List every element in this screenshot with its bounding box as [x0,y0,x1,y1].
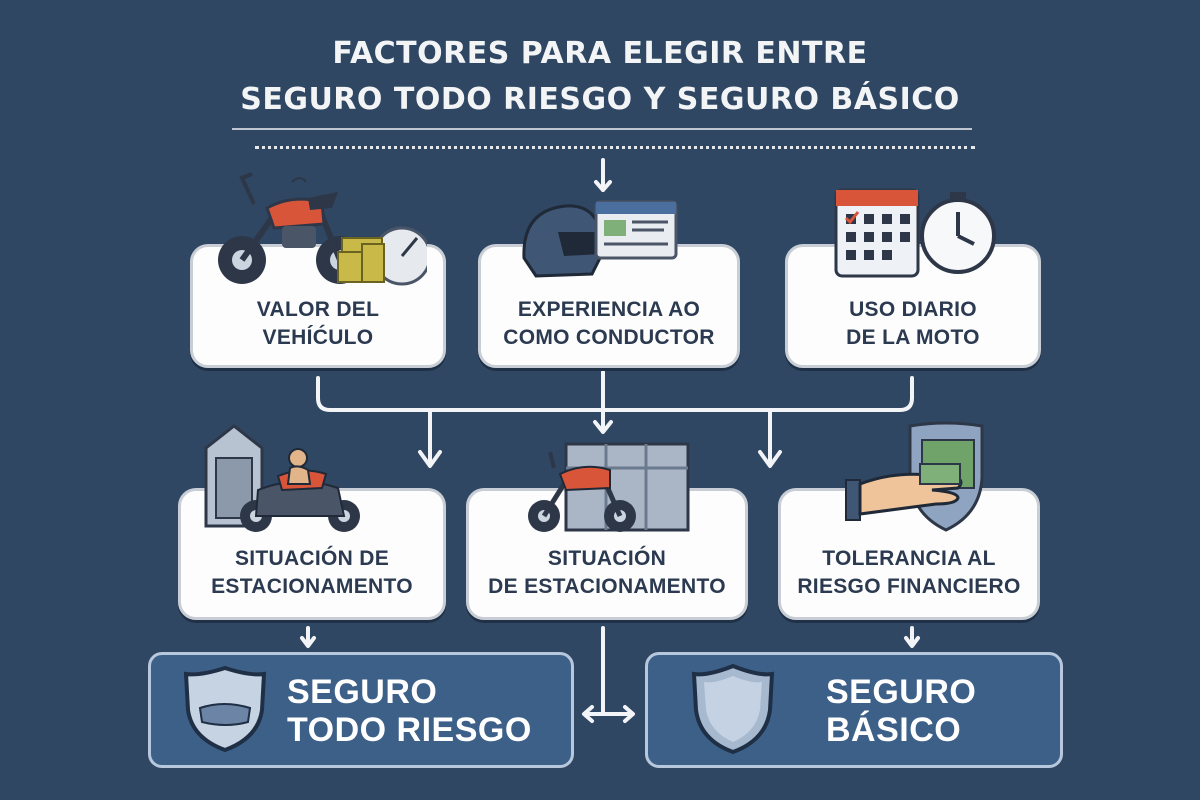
diagram-title-line-2: SEGURO TODO RIESGO Y SEGURO BÁSICO [240,82,960,117]
motorcycle-shed-icon [528,442,690,532]
factor-label-line-2: DE LA MOTO [846,326,980,349]
result-label-line-2: TODO RIESGO [287,711,532,749]
factor-label-line-2: COMO CONDUCTOR [503,326,715,349]
result-label-line-2: BÁSICO [826,711,962,749]
factor-label-line-1: EXPERIENCIA AO [517,298,701,321]
result-label-line-1: SEGURO [287,673,438,711]
diagram-title-line-1: FACTORES PARA ELEGIR ENTRE [332,36,868,71]
dotted-divider [255,146,975,149]
title-divider [232,128,972,130]
result-basic-insurance: SEGURO BÁSICO [645,652,1063,768]
factor-label-line-1: TOLERANCIA AL [822,547,996,570]
shield-full-icon [183,665,267,753]
factor-label-line-1: VALOR DEL [256,298,380,321]
helmet-license-icon [522,200,678,278]
shield-basic-icon [691,663,775,755]
shield-money-hand-icon [845,421,984,532]
result-label-line-1: SEGURO [826,673,977,711]
factor-label-line-2: VEHÍĆULO [262,326,374,349]
factor-label-line-1: SITUACIÓN [547,547,667,570]
factor-label-line-2: DE ESTACIONAMENTO [488,575,726,598]
motorcycle-money-icon [218,172,427,286]
factor-label-line-2: RIESGO FINANCIERO [797,575,1021,598]
garage-motorcycle-icon [204,424,360,532]
factor-card-driver-experience: EXPERIENCIA AO COMO CONDUCTOR [478,244,740,368]
factor-label-line-1: USO DIARIO [849,298,977,321]
calendar-clock-icon [834,188,996,278]
factor-card-financial-risk: TOLERANCIA AL RIESGO FINANCIERO [778,488,1040,620]
factor-label-line-2: ESTACIONAMENTO [211,575,413,598]
factor-label-line-1: SITUACIÓN DE [234,547,390,570]
